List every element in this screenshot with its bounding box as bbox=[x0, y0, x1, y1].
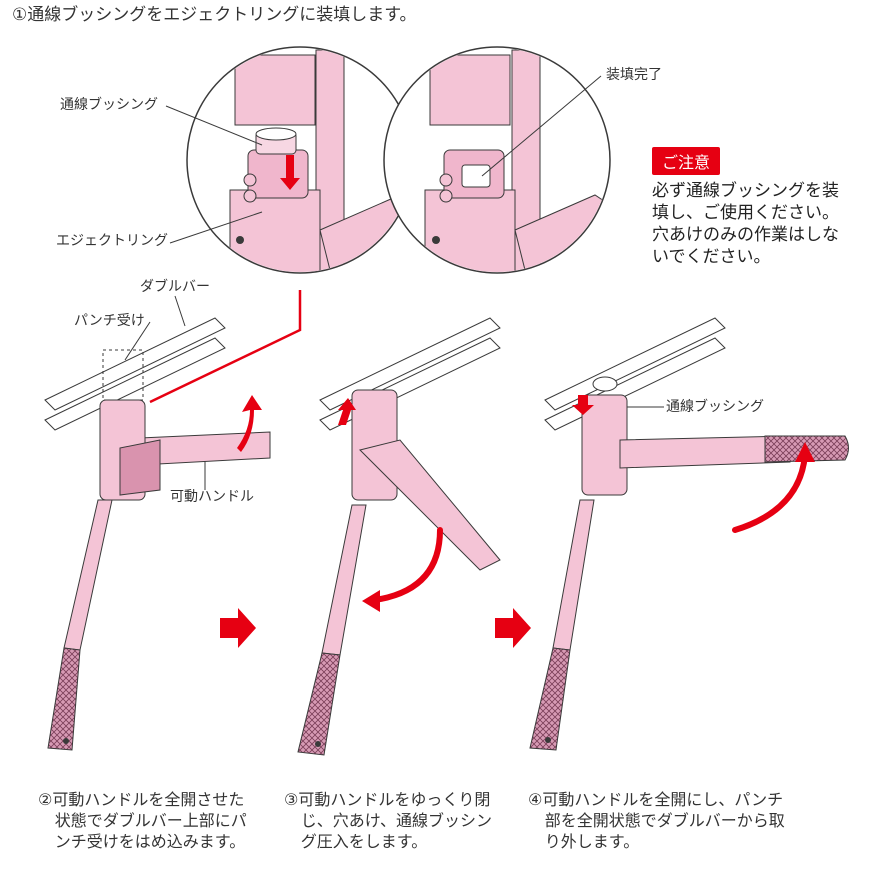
direction-arrow-icon bbox=[237, 395, 594, 452]
label-movable-handle: 可動ハンドル bbox=[170, 489, 254, 505]
step-1-instruction: ①通線ブッシングをエジェクトリングに装填します。 bbox=[12, 5, 417, 25]
zoom-connector bbox=[149, 290, 302, 404]
swing-arrow-heads bbox=[362, 442, 815, 612]
label-bushing-top: 通線ブッシング bbox=[60, 97, 158, 113]
tool-panel-2 bbox=[297, 317, 501, 756]
zoom-circle-left bbox=[186, 46, 414, 274]
tool-panel-1 bbox=[44, 317, 271, 751]
caption-step-2: ②可動ハンドルを全開させた状態でダブルバー上部にパンチ受けをはめ込みます。 bbox=[38, 790, 247, 851]
label-punch-receiver: パンチ受け bbox=[74, 313, 145, 329]
step-arrow-icon bbox=[220, 608, 531, 648]
leader-lines bbox=[124, 75, 664, 490]
caption-step-3: ③可動ハンドルをゆっくり閉じ、穴あけ、通線ブッシング圧入をします。 bbox=[284, 790, 492, 851]
label-eject-ring: エジェクトリング bbox=[56, 233, 168, 249]
label-double-bar: ダブルバー bbox=[140, 279, 210, 295]
zoom-circle-right bbox=[383, 46, 611, 274]
swing-arrow-icon bbox=[372, 452, 808, 603]
caption-step-4: ④可動ハンドルを全開にし、パンチ部を全開状態でダブルバーから取り外します。 bbox=[528, 790, 785, 851]
label-bushing-right: 通線ブッシング bbox=[666, 399, 764, 415]
caution-text: 必ず通線ブッシングを装填し、ご使用ください。穴あけのみの作業はしないでください。 bbox=[652, 181, 839, 268]
label-loaded: 装填完了 bbox=[606, 67, 662, 83]
caution-badge: ご注意 bbox=[652, 147, 721, 175]
tool-panel-3 bbox=[529, 317, 849, 751]
